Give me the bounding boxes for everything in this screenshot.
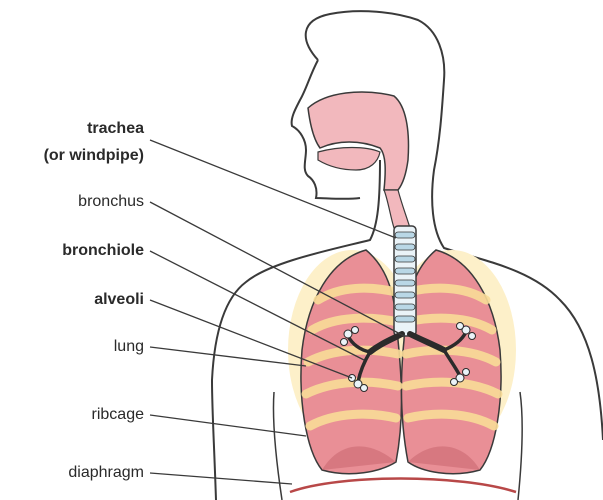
label-trachea-windpipe: (or windpipe) — [44, 147, 144, 165]
label-diaphragm: diaphragm — [68, 464, 144, 482]
throat — [384, 190, 410, 228]
leader-lung — [150, 347, 306, 366]
label-bronchiole: bronchiole — [62, 242, 144, 260]
trachea — [394, 226, 416, 336]
label-bronchus: bronchus — [78, 193, 144, 211]
leader-diaphragm — [150, 473, 292, 484]
nasal-cavity — [308, 92, 408, 190]
label-lung: lung — [114, 338, 144, 356]
label-alveoli: alveoli — [94, 291, 144, 309]
shoulder-arm-left — [273, 392, 282, 500]
mouth-tongue — [318, 148, 380, 171]
label-ribcage: ribcage — [92, 406, 144, 424]
label-trachea: trachea — [87, 120, 144, 138]
diaphragm — [290, 479, 516, 493]
shoulder-arm-right — [518, 392, 522, 500]
leader-ribcage — [150, 415, 306, 436]
